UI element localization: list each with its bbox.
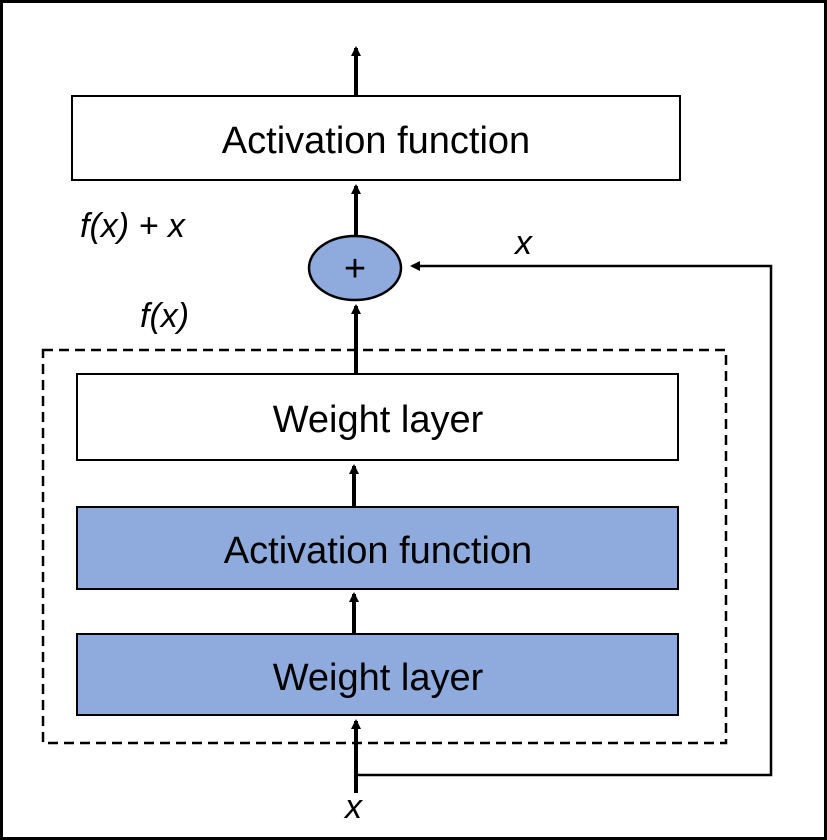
sum-node-ellipse bbox=[307, 234, 403, 302]
skip-connection-line bbox=[356, 261, 773, 777]
weight-layer-top-rect bbox=[76, 373, 679, 461]
weight-layer-bottom-rect bbox=[76, 633, 679, 716]
residual-block-container bbox=[41, 348, 728, 745]
weight-layer-top: Weight layer bbox=[76, 373, 679, 461]
weight-layer-top-label: Weight layer bbox=[273, 399, 484, 441]
weight-layer-bottom: Weight layer bbox=[76, 633, 679, 716]
top-activation-box-label: Activation function bbox=[222, 120, 530, 162]
fx-label: f(x) bbox=[140, 297, 189, 335]
fx-plus-x-label: f(x) + x bbox=[80, 207, 186, 245]
top-activation-box: Activation function bbox=[71, 95, 681, 181]
skip-x-label: x bbox=[513, 224, 533, 262]
inner-activation-box-label: Activation function bbox=[224, 530, 532, 572]
inner-activation-box: Activation function bbox=[76, 506, 679, 590]
weight-layer-bottom-label: Weight layer bbox=[273, 657, 484, 699]
sum-node-label: + bbox=[344, 248, 366, 290]
inner-activation-box-rect bbox=[76, 506, 679, 590]
sum-node: + bbox=[307, 234, 403, 302]
top-activation-box-rect bbox=[71, 95, 681, 181]
input-x-label: x bbox=[343, 788, 363, 826]
